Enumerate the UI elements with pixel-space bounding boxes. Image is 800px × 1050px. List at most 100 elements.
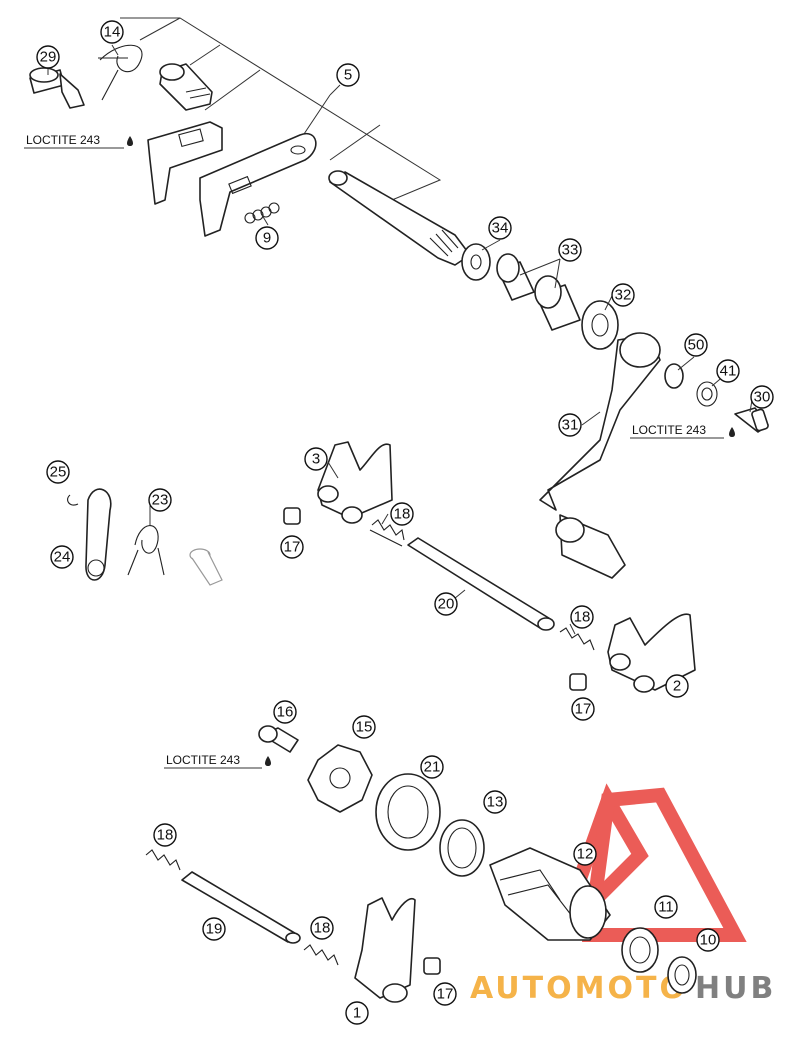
part-18-spring-c <box>145 849 181 871</box>
callout-2: 2 <box>665 674 689 698</box>
callout-33-label: 33 <box>562 242 579 259</box>
loctite-drop-icon <box>265 756 271 766</box>
callout-5: 5 <box>336 63 360 87</box>
watermark-auto-text: AUTOMOTO <box>470 971 688 1006</box>
part-shoulder-bolt-light <box>189 548 223 586</box>
callout-21-label: 21 <box>424 759 441 776</box>
watermark-hub-text: HUB <box>695 971 776 1006</box>
callout-11-label: 11 <box>658 899 674 916</box>
callout-11: 11 <box>654 895 678 919</box>
loctite-drop-icon <box>127 136 133 146</box>
loctite-note-top: LOCTITE 243 <box>24 133 133 149</box>
part-16-bolt <box>258 725 299 753</box>
callout-24: 24 <box>50 545 74 569</box>
part-29-bolt <box>29 67 85 109</box>
callout-18-label: 18 <box>314 920 331 937</box>
callout-25-label: 25 <box>50 464 67 481</box>
part-17-pin-top <box>283 507 301 525</box>
callout-12: 12 <box>573 842 597 866</box>
callout-5-label: 5 <box>344 67 352 84</box>
part-21-bearing <box>375 773 441 851</box>
callout-30: 30 <box>750 385 774 409</box>
group-5-bracket <box>120 17 442 206</box>
callout-18-d: 18 <box>310 916 334 940</box>
part-17-pin-mid <box>569 673 587 691</box>
part-41-lock-washer <box>696 381 718 407</box>
loctite-label-right: LOCTITE 243 <box>632 423 706 437</box>
part-30-bolt <box>734 407 769 433</box>
part-shift-shaft <box>328 170 471 266</box>
callout-30-label: 30 <box>754 389 771 406</box>
callout-17-label: 17 <box>437 986 454 1003</box>
part-18-spring-b <box>559 627 595 651</box>
callout-15-label: 15 <box>356 719 373 736</box>
part-1-shift-fork <box>354 897 416 1003</box>
part-14-spring-clip <box>98 44 143 101</box>
callout-13: 13 <box>483 790 507 814</box>
part-12-shift-drum <box>489 847 611 941</box>
loctite-label-bottom: LOCTITE 243 <box>166 753 240 767</box>
callout-18-b: 18 <box>570 605 594 629</box>
callout-23: 23 <box>148 488 172 512</box>
part-34-washer <box>461 243 491 281</box>
callout-41: 41 <box>716 359 740 383</box>
callout-20: 20 <box>434 592 458 616</box>
loctite-note-right: LOCTITE 243 <box>630 423 735 439</box>
callout-10: 10 <box>696 928 720 952</box>
callout-19-label: 19 <box>206 921 223 938</box>
callout-16: 16 <box>273 700 297 724</box>
part-17-pin-bottom <box>423 957 441 975</box>
loctite-drop-icon <box>729 427 735 437</box>
part-locking-plate <box>147 121 223 205</box>
callout-18-c: 18 <box>153 823 177 847</box>
part-24-ratchet-arm <box>85 488 112 581</box>
part-18-spring-a <box>369 519 405 547</box>
callout-20-label: 20 <box>438 596 455 613</box>
callout-18-a: 18 <box>390 502 414 526</box>
callout-18-label: 18 <box>574 609 591 626</box>
callout-18-label: 18 <box>394 506 411 523</box>
callout-3-label: 3 <box>312 451 320 468</box>
callout-9: 9 <box>255 226 279 250</box>
callout-34-label: 34 <box>492 220 509 237</box>
callout-50-label: 50 <box>688 337 705 354</box>
callout-14-label: 14 <box>104 24 121 41</box>
callout-17-top: 17 <box>280 535 304 559</box>
part-19-shift-rail <box>181 871 301 944</box>
callout-25: 25 <box>46 460 70 484</box>
callout-16-label: 16 <box>277 704 294 721</box>
callout-21: 21 <box>420 755 444 779</box>
callout-17-label: 17 <box>575 701 592 718</box>
callout-32: 32 <box>611 283 635 307</box>
callout-12-label: 12 <box>577 846 594 863</box>
part-3-shift-fork <box>317 441 393 524</box>
callout-13-label: 13 <box>487 794 504 811</box>
callout-41-label: 41 <box>720 363 737 380</box>
callout-3: 3 <box>304 447 328 471</box>
callout-23-label: 23 <box>152 492 169 509</box>
callout-leaders <box>47 44 753 635</box>
part-31-kick-lever <box>539 332 661 579</box>
callout-24-label: 24 <box>54 549 71 566</box>
callout-1: 1 <box>345 1001 369 1025</box>
callout-31-label: 31 <box>562 417 579 434</box>
callout-17-bottom: 17 <box>433 982 457 1006</box>
part-33-bushings <box>496 253 581 331</box>
part-32-washer <box>581 300 619 350</box>
callout-32-label: 32 <box>615 287 632 304</box>
callout-19: 19 <box>202 917 226 941</box>
callout-17-mid: 17 <box>571 697 595 721</box>
callout-9-label: 9 <box>263 230 271 247</box>
part-25-circlip <box>67 494 79 506</box>
part-13-washer <box>439 819 485 877</box>
callout-15: 15 <box>352 715 376 739</box>
callout-29-label: 29 <box>40 49 57 66</box>
part-20-shift-rail <box>407 537 555 631</box>
loctite-note-bottom: LOCTITE 243 <box>164 753 271 769</box>
loctite-label-top: LOCTITE 243 <box>26 133 100 147</box>
callout-31: 31 <box>558 413 582 437</box>
callout-1-label: 1 <box>353 1005 361 1022</box>
part-stud-bolt <box>159 63 213 111</box>
part-23-torsion-spring <box>127 525 165 576</box>
